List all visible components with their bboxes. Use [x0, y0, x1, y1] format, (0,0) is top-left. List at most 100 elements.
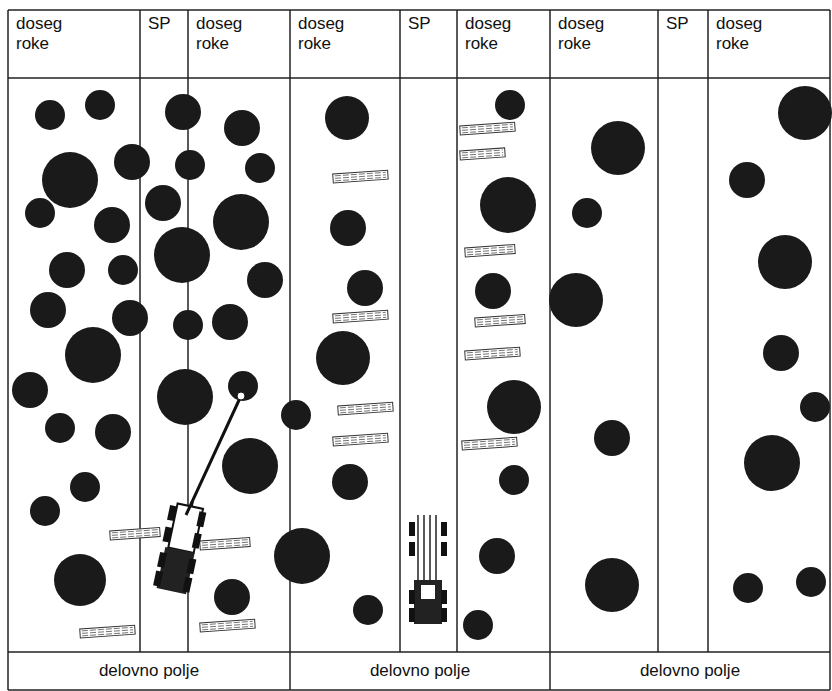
log-stroke — [202, 540, 248, 543]
header-cell: SP — [658, 10, 708, 78]
log-outline — [460, 122, 515, 135]
header-cell: doseg roke — [708, 10, 830, 78]
tree — [212, 304, 248, 340]
tree — [95, 414, 131, 450]
log-stroke — [462, 150, 503, 153]
tree — [35, 100, 65, 130]
log-outline — [475, 315, 526, 327]
log-pile — [465, 347, 520, 360]
wheel — [153, 571, 163, 587]
wheel — [186, 558, 196, 574]
cell-text: delovno polje — [99, 661, 199, 681]
log-stroke — [202, 542, 248, 545]
header-cell: doseg roke — [188, 10, 290, 78]
load-bar — [429, 515, 431, 580]
harvester — [153, 497, 208, 595]
load-bar — [423, 515, 425, 580]
tree — [30, 292, 66, 328]
field-label-cell: delovno polje — [8, 652, 290, 690]
header-cell: doseg roke — [457, 10, 550, 78]
tree — [499, 465, 529, 495]
log-outline — [200, 619, 255, 632]
tree — [30, 496, 60, 526]
load-bar — [417, 515, 419, 580]
tree — [281, 400, 311, 430]
log-stroke — [112, 532, 158, 535]
cell-text: doseg roke — [550, 10, 604, 53]
log-outline — [110, 528, 161, 540]
tree — [594, 420, 630, 456]
tree — [591, 121, 645, 175]
tree — [145, 185, 181, 221]
log-outline — [333, 170, 388, 183]
log-stroke — [462, 155, 503, 158]
field-label-cell: delovno polje — [550, 652, 830, 690]
cab-window — [421, 585, 435, 599]
log-pile — [333, 310, 388, 323]
tree — [112, 300, 148, 336]
tree — [479, 538, 515, 574]
tree — [45, 413, 75, 443]
header-cell: doseg roke — [290, 10, 400, 78]
log-stroke — [467, 247, 513, 250]
tree — [42, 152, 98, 208]
log-pile — [338, 402, 393, 415]
tree — [325, 96, 369, 140]
tree — [228, 371, 258, 401]
trees — [12, 86, 832, 640]
grid-line — [8, 9, 830, 11]
wheel — [441, 608, 447, 622]
wheel — [409, 608, 415, 622]
tree — [165, 94, 201, 130]
tree — [247, 262, 283, 298]
log-stroke — [82, 632, 133, 636]
tree — [330, 210, 366, 246]
cell-text: delovno polje — [370, 661, 470, 681]
crane-arm — [186, 398, 240, 515]
grid-line — [8, 651, 830, 653]
tree — [495, 90, 525, 120]
grid-line — [8, 689, 830, 691]
tree — [347, 270, 383, 306]
log-pile — [460, 148, 506, 160]
tree — [729, 162, 765, 198]
log-stroke — [462, 152, 503, 155]
log-stroke — [477, 317, 523, 320]
tree — [25, 198, 55, 228]
tree — [173, 310, 203, 340]
tree — [12, 372, 48, 408]
load-bar — [435, 515, 437, 580]
log-stroke — [112, 530, 158, 533]
log-outline — [338, 402, 393, 415]
log-pile — [200, 619, 255, 632]
tree — [475, 273, 511, 309]
log-stroke — [467, 354, 518, 358]
tree — [778, 86, 832, 140]
cell-text: SP — [140, 10, 171, 34]
tree — [108, 255, 138, 285]
tree — [85, 90, 115, 120]
tree — [274, 528, 330, 584]
log-pile — [200, 538, 251, 550]
log-pile — [465, 245, 516, 257]
log-pile — [110, 528, 161, 540]
log-outline — [333, 433, 388, 446]
header-cell: SP — [140, 10, 188, 78]
log-stroke — [335, 440, 386, 444]
tree — [353, 595, 383, 625]
log-stroke — [112, 535, 158, 538]
log-outline — [200, 538, 251, 550]
wheel — [196, 511, 206, 527]
cell-text: doseg roke — [8, 10, 62, 53]
log-pile — [80, 625, 135, 638]
log-stroke — [477, 322, 523, 325]
tree — [224, 110, 260, 146]
tree — [70, 472, 100, 502]
header-cell: doseg roke — [8, 10, 140, 78]
tree — [758, 235, 812, 289]
wheel — [441, 522, 447, 536]
wheel — [441, 590, 447, 604]
log-pile — [462, 437, 517, 450]
cell-text: doseg roke — [457, 10, 511, 53]
